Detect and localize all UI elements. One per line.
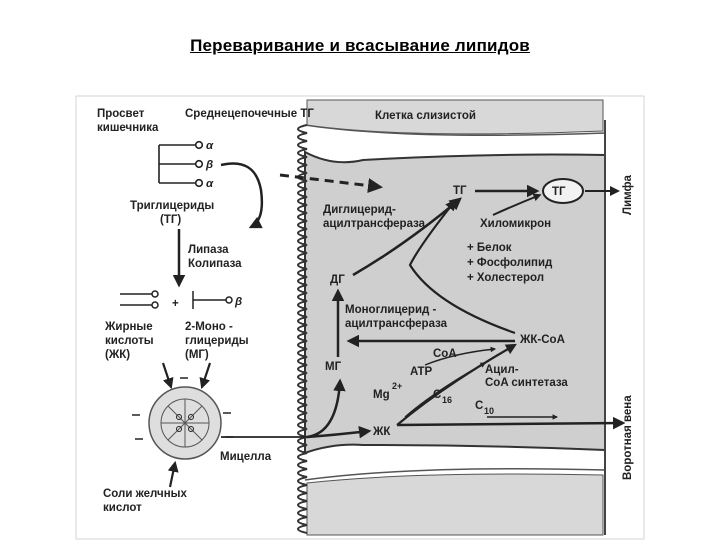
facoa-to-tg-arrow [408,199,516,335]
colipase-label: Колипаза [188,258,242,270]
alpha-1: α [206,140,214,152]
mgat-label-2: ацилтрансфераза [345,318,448,330]
cell-label: Клетка слизистой [375,110,476,122]
lymph-label: Лимфа [622,174,634,215]
mg-label-2: глицериды [185,335,249,347]
c10-label: C [475,400,483,412]
mg-to-micelle-arrow [199,362,212,390]
c10-sub: 10 [484,406,494,416]
dgat-label-1: Диглицерид- [323,204,396,216]
fa-label-3: (ЖК) [105,349,130,361]
chylomicron-tg-label: ТГ [552,186,566,198]
triglyceride-symbol [158,140,204,188]
zhk-to-portal-arrow [396,416,626,430]
dg-label: ДГ [330,274,345,286]
fa-label-1: Жирные [104,321,153,333]
bile-salts-arrow [167,460,179,488]
acyl-label-1: Ацил- [485,364,519,376]
mctg-entry-arrow [220,162,264,229]
page-title: Переваривание и всасывание липидов [190,36,530,55]
plus-sign: + [172,298,179,310]
entry-to-zhk-arrow [306,425,372,439]
c16-sub: 16 [442,395,452,405]
atp-label: ATP [410,366,432,378]
chylo-assembly-arrow [492,193,542,216]
triglyceride-abbr: (ТГ) [160,214,181,226]
lipid-digestion-diagram: Просвет кишечника Среднецепочечные ТГ Кл… [75,95,645,540]
lower-cell-boundary [304,468,606,481]
bile-salts-label-1: Соли желчных [103,488,187,500]
zhk-label: ЖК [372,426,391,438]
fa-label-2: кислоты [105,335,154,347]
micelle-label: Мицелла [220,451,272,463]
mg-label-1: 2-Моно - [185,321,233,333]
coa-arrow [424,346,497,366]
figure-frame [75,95,645,540]
cell-tg-label: ТГ [453,185,467,197]
add-protein: + Белок [467,242,512,254]
zhk-to-facoa-arrow [396,343,517,426]
micelle [132,377,233,460]
add-phospholipid: + Фосфолипид [467,257,553,269]
add-cholesterol: + Холестерол [467,272,544,284]
acyl-label-2: CoA синтетаза [485,377,568,389]
chylomicron-label: Хиломикрон [480,218,551,230]
upper-cell [306,99,604,135]
mg2-sup: 2+ [392,381,402,391]
beta-2: β [234,296,242,308]
fa-to-micelle-arrow [161,362,174,390]
lumen-label-2: кишечника [97,122,159,134]
mg2-label: Mg [373,389,390,401]
beta-1: β [205,159,213,171]
mg-label-3: (МГ) [185,349,209,361]
fatty-acid-symbol [120,290,159,309]
dgat-label-2: ацилтрансфераза [323,218,426,230]
bile-salts-label-2: кислот [103,502,142,514]
mctg-dashed-arrow [279,173,383,194]
triglyceride-label: Триглицериды [130,200,214,212]
mg-cell-label: МГ [325,361,342,373]
mgat-label-1: Моноглицерид - [345,304,437,316]
lower-cell [306,473,604,536]
brush-border [297,124,308,534]
chylomicron-tg-oval [542,178,584,204]
portal-vein-label: Воротная вена [622,395,634,480]
c16-activation-arrow [404,362,486,418]
monoglyceride-symbol [192,291,233,309]
fa-coa-label: ЖК-CoA [519,334,565,346]
alpha-2: α [206,178,214,190]
mctg-label: Среднецепочечные ТГ [185,108,314,120]
lumen-label-1: Просвет [97,108,145,120]
lipase-label: Липаза [188,244,229,256]
